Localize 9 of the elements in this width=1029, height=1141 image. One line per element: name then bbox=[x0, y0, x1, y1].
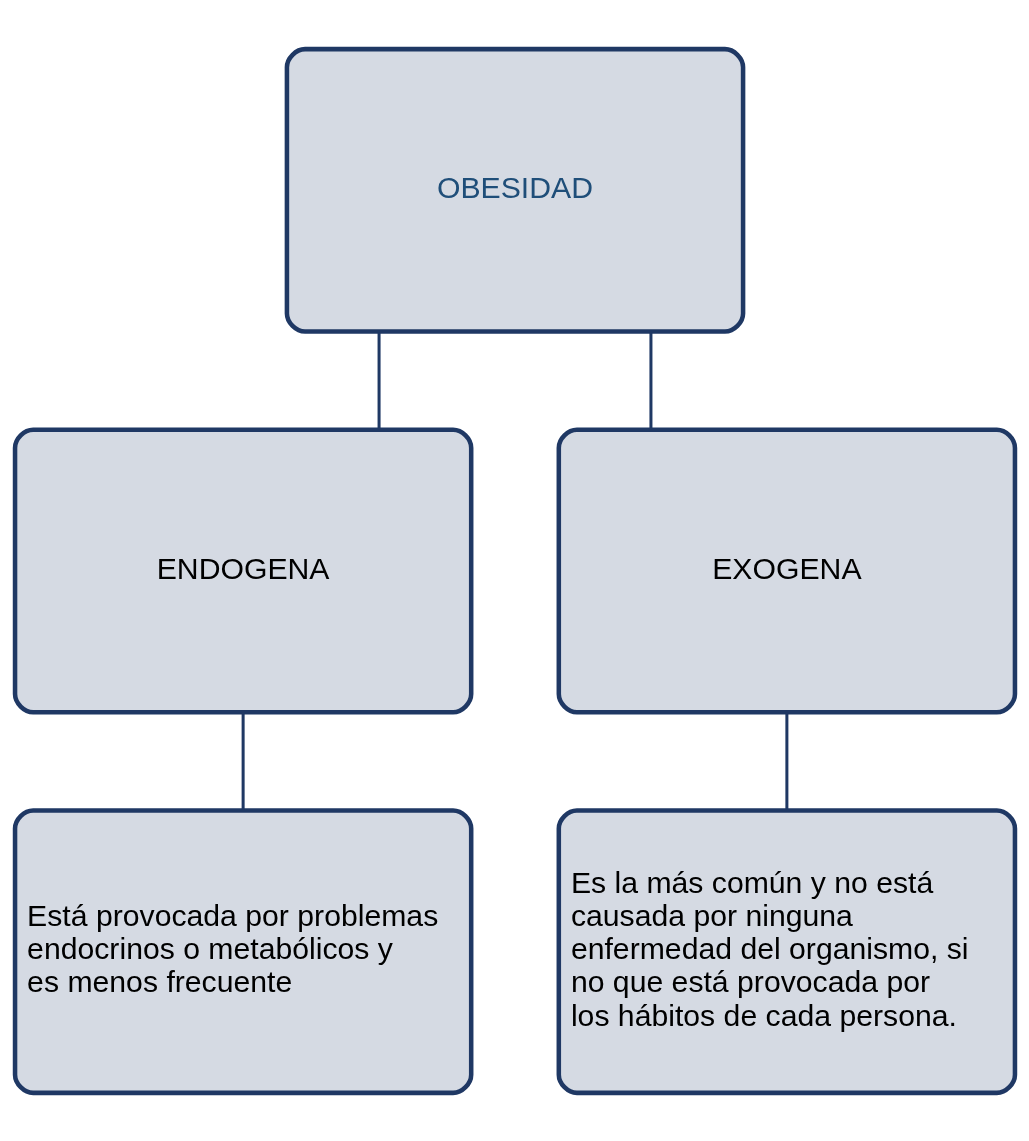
node-box: ENDOGENA bbox=[12, 427, 473, 714]
node-box: Es la más común y no está causada por ninguna enfermedad del organismo, si no que está provocada por los hábitos de cada persona. bbox=[556, 807, 1017, 1095]
node-box: Está provocada por problemas endocrinos o metabólicos y es menos frecuente bbox=[12, 807, 473, 1095]
connector bbox=[241, 712, 245, 810]
node-box: EXOGENA bbox=[556, 427, 1017, 714]
connector bbox=[648, 331, 652, 429]
connector bbox=[784, 712, 788, 810]
node-box: OBESIDAD bbox=[284, 46, 745, 334]
connector bbox=[377, 331, 381, 429]
